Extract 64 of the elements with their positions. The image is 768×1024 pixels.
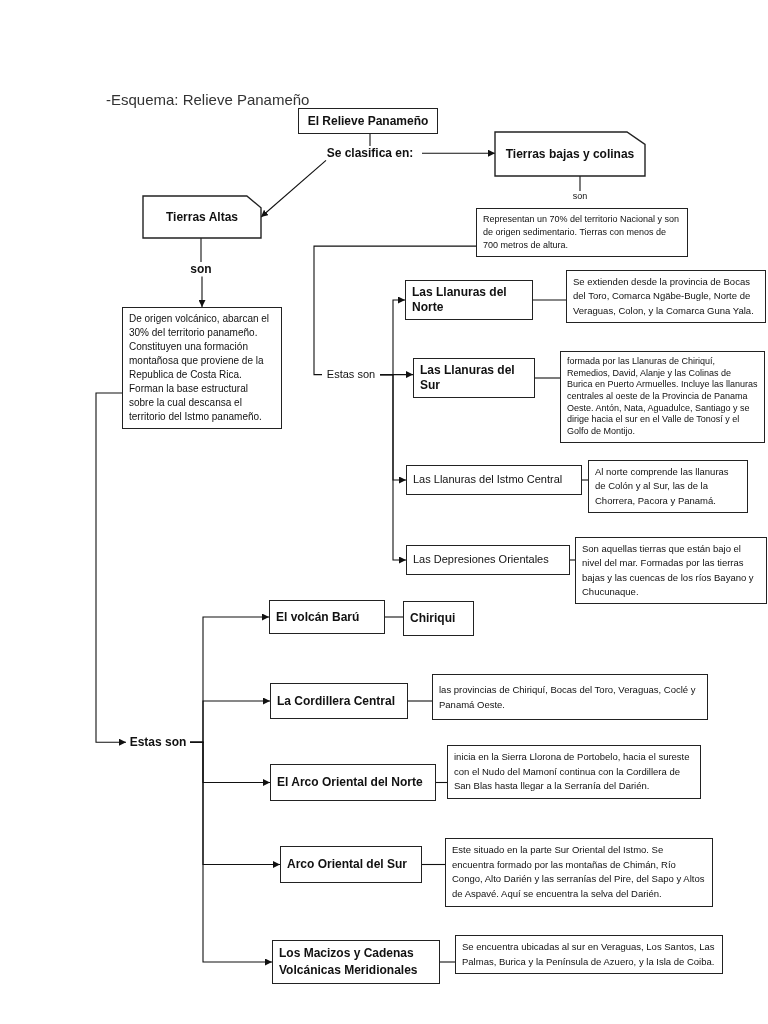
text-box [476, 208, 688, 258]
connector-line [200, 237, 202, 263]
text-box [560, 351, 765, 443]
connector-line [435, 781, 448, 784]
arrow [198, 275, 206, 308]
box-description: Representan un 70% del territorio Nacional y son de origen sedimentario. Tierras con menos de 700 metros de altura. [483, 213, 681, 253]
text-box [122, 307, 282, 429]
box-description: Se extienden desde la provincia de Bocas del Toro, Comarca Ngäbe-Bugle, Norte de Veraguas, Colon, y la Comarca Guna Yala. [573, 275, 755, 318]
connector-line [579, 175, 581, 192]
connector-line [534, 377, 561, 379]
box-title: Las Llanuras del Sur [420, 363, 516, 393]
text-box [432, 674, 708, 720]
box-title: Chiriqui [410, 611, 457, 626]
box-title: Tierras bajas y colinas [505, 146, 635, 162]
connector-line [581, 479, 589, 481]
box-description: inicia en la Sierra Llorona de Portobelo, hacia el sureste con el Nudo del Mamoní continua con la Cordillera de San Blas hasta llegar a la Serranía del Darién. [454, 750, 691, 794]
box-title: El Relieve Panameño [306, 113, 430, 129]
box-title: El volcán Barú [276, 609, 361, 625]
text-box [447, 745, 701, 800]
box-description: Las Depresiones Orientales [413, 553, 550, 567]
text-box [566, 270, 766, 323]
connector-line [313, 245, 477, 376]
text-box [406, 465, 582, 495]
box-title: El Arco Oriental del Norte [277, 775, 424, 790]
box-title: Los Macizos y Cadenas Volcánicas Meridionales [279, 945, 419, 979]
text-box [455, 935, 723, 975]
box-title: Las Llanuras del Norte [412, 285, 508, 315]
text-box [406, 545, 570, 575]
text-box [575, 537, 767, 604]
text-box [445, 838, 713, 907]
text-box [280, 846, 422, 883]
box-description: Este situado en la parte Sur Oriental del Istmo. Se encuentra formado por las montañas de Chimán, Río Congo, Alto Darién y las serranías del Pire, del Sapo y Altos de Aspavé. Aquí se encuentra la selva del Darién. [452, 843, 706, 902]
text-box [270, 683, 408, 719]
connector-line [369, 133, 371, 147]
arrow [189, 741, 273, 966]
text-box [413, 358, 535, 398]
box-description: las provincias de Chiriquí, Bocas del Toro, Veraguas, Coclé y Panamá Oeste. [439, 682, 697, 712]
box-description: Las Llanuras del Istmo Central [413, 473, 564, 487]
connector-line [384, 616, 404, 618]
text-box [272, 940, 440, 984]
connector-line [439, 961, 456, 963]
arrow [379, 374, 407, 564]
connector-line [569, 559, 576, 561]
box-description: formada por las Llanuras de Chiriquí, Remedios, David, Alanje y las Colinas de Burica en Puerto Armuelles. Incluye las llanuras centrales al oeste de la Provincia de Panama Oeste. Antón, Nata, Aguadulce, Santiago y se dirige hacia el sur en el Valle de Tonosí y el Golfo de Montijo. [567, 356, 758, 438]
box-title: Arco Oriental del Sur [287, 857, 409, 872]
arrow [260, 159, 327, 218]
arrow [95, 392, 127, 746]
arrow [421, 149, 496, 157]
box-description: Se encuentra ubicadas al sur en Veraguas, Los Santos, Las Palmas, Burica y la Península de Azuero, y la Isla de Coiba. [462, 940, 716, 969]
diagram-title: -Esquema: Relieve Panameño [106, 91, 310, 108]
text-box [405, 280, 533, 320]
box-description: De origen volcánico, abarcan el 30% del territorio panameño. Constituyen una formación montañosa que proviene de la Republica de Costa Rica. Forman la base estructural sobre la cual descansa el territorio del Istmo panameño. [129, 312, 271, 424]
text-box [403, 601, 474, 636]
text-box [269, 600, 385, 634]
text-box [270, 764, 436, 801]
box-title: La Cordillera Central [277, 693, 397, 709]
text-box [298, 108, 438, 134]
box-title: Tierras Altas [164, 209, 239, 225]
connector-line [407, 700, 433, 702]
connector-line [532, 299, 567, 301]
connector-line [421, 863, 446, 866]
box-description: Son aquellas tierras que están bajo el nivel del mar. Formadas por las tierras bajas y las cuencas de los ríos Bayano y Chucunaque. [582, 542, 755, 599]
text-box [588, 460, 748, 513]
box-description: Al norte comprende las llanuras de Colón y al Sur, las de la Chorrera, Pacora y Panamá. [595, 465, 730, 508]
